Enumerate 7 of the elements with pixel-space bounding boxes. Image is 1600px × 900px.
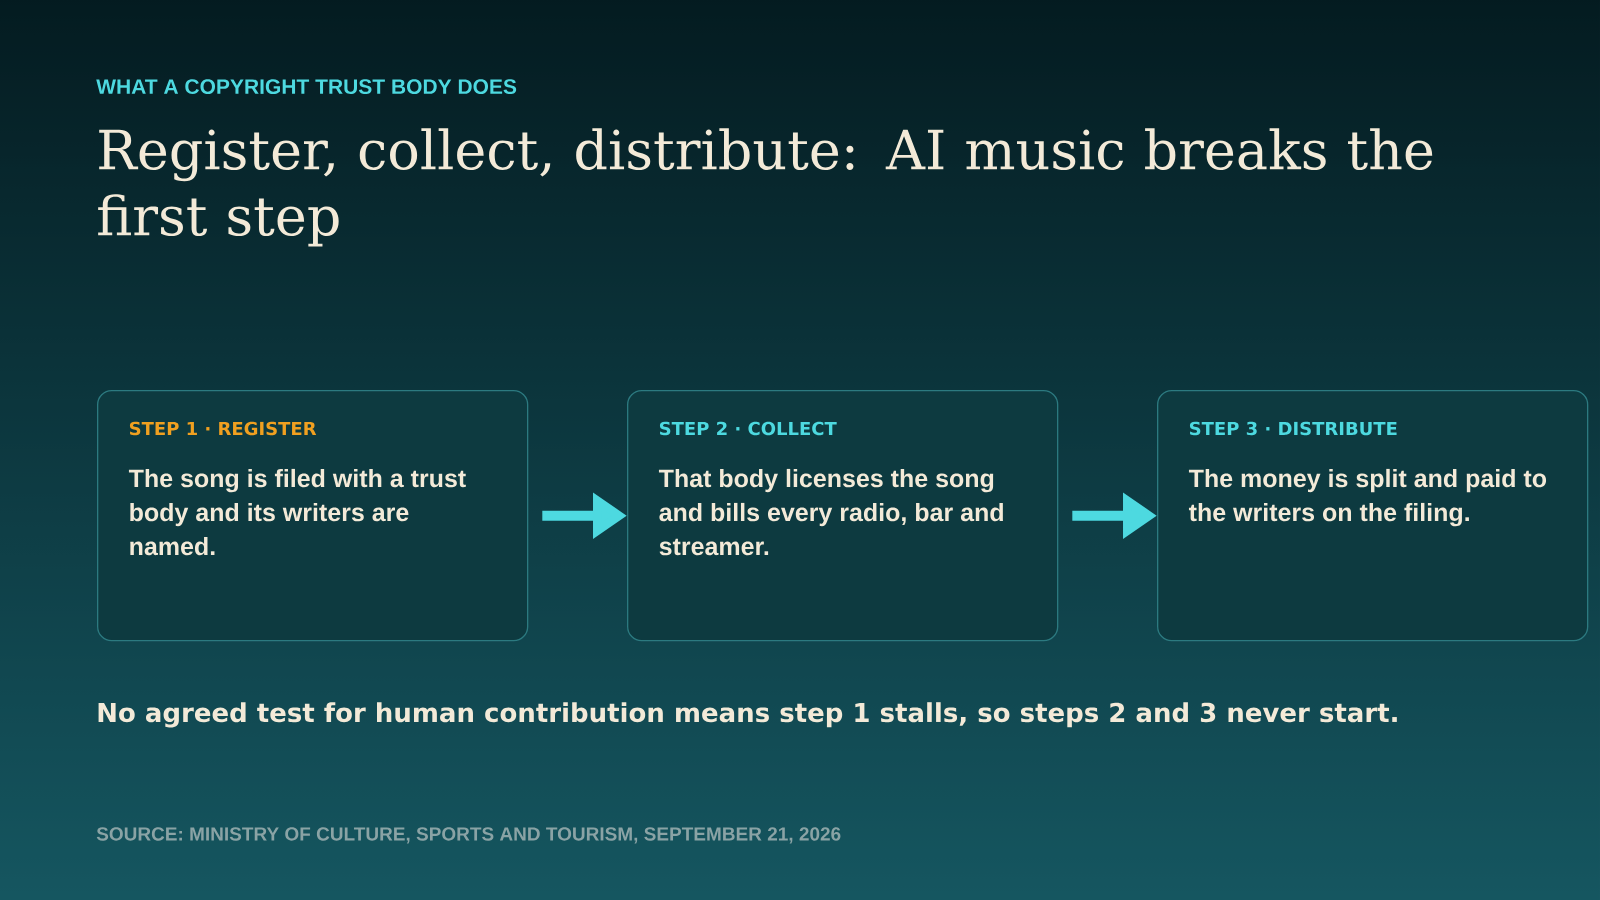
step-box: STEP 1 · REGISTER The song is filed with a trust body and its writers are named. xyxy=(97,390,529,642)
conclusion-text: No agreed test for human contribution means step 1 stalls, so steps 2 and 3 never start. xyxy=(98,702,1397,728)
source-note: SOURCE: MINISTRY OF CULTURE, SPORTS AND TOURISM, SEPTEMBER 21, 2026 xyxy=(96,827,841,844)
step-box: STEP 2 · COLLECT That body licenses the song and bills every radio, bar and streamer. xyxy=(627,390,1059,642)
step-box: STEP 3 · DISTRIBUTE The money is split and paid to the writers on the filing. xyxy=(1157,390,1589,642)
title: Register, collect, distribute: AI music breaks the first step xyxy=(98,128,1433,247)
kicker-text: WHAT A COPYRIGHT TRUST BODY DOES xyxy=(96,79,517,95)
